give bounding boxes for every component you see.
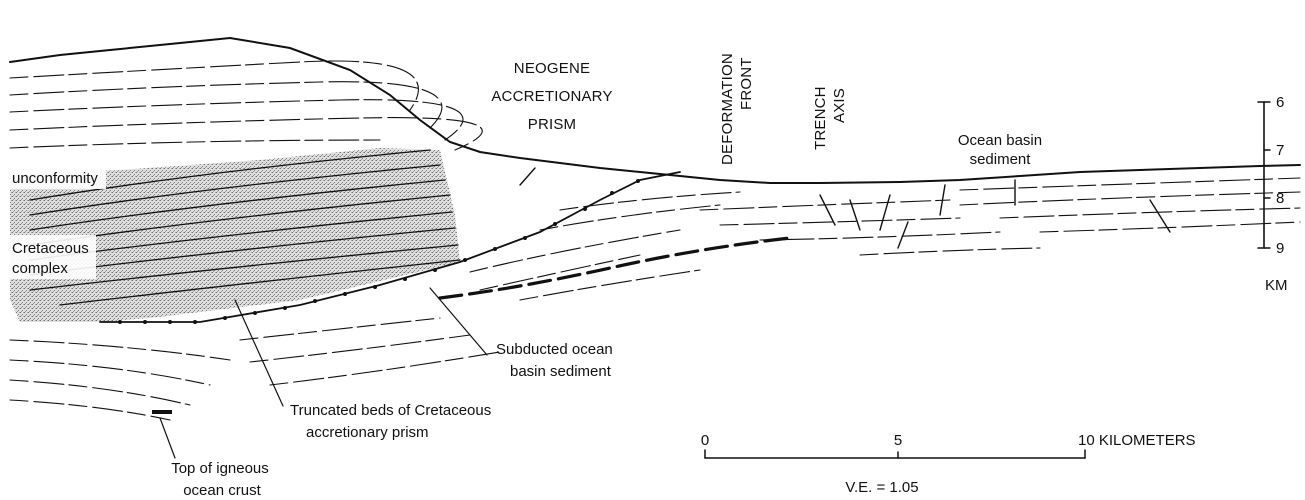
depth-tick-9: 9 [1276,240,1284,257]
distance-tick-5: 5 [894,432,902,449]
depth-tick-7: 7 [1276,142,1284,159]
unconformity-label: unconformity [12,170,98,187]
vertical-exaggeration-label: V.E. = 1.05 [845,479,918,496]
depth-tick-8: 8 [1276,190,1284,207]
subducted-sediment-line [440,238,790,298]
distance-scale: 0 5 10 KILOMETERS V.E. = 1.05 [701,432,1196,496]
svg-text:TRENCH: TRENCH [812,86,829,150]
trench-faults [520,168,1170,248]
igneous-crust-marker [152,410,172,414]
svg-text:complex: complex [12,260,68,277]
subducted-sediment-label: Subducted ocean basin sediment [496,341,613,380]
ocean-basin-sediment-label: Ocean basin sediment [958,132,1042,168]
distance-tick-0: 0 [701,432,709,449]
svg-text:Subducted ocean: Subducted ocean [496,341,613,358]
svg-text:PRISM: PRISM [528,116,577,133]
depth-scale: 6 7 8 9 KM [1258,94,1288,294]
igneous-crust-label: Top of igneous ocean crust [171,460,269,499]
seafloor-profile-line [10,38,1300,183]
svg-text:AXIS: AXIS [831,88,848,123]
svg-text:ACCRETIONARY: ACCRETIONARY [491,88,612,105]
svg-text:accretionary prism: accretionary prism [306,424,429,441]
svg-text:NEOGENE: NEOGENE [514,60,590,77]
svg-text:Cretaceous: Cretaceous [12,240,89,257]
trench-axis-label: TRENCH AXIS [812,86,848,150]
svg-text:ocean crust: ocean crust [183,482,261,499]
svg-text:DEFORMATION: DEFORMATION [719,53,736,165]
truncated-beds-label: Truncated beds of Cretaceous accretionar… [290,402,491,441]
depth-unit: KM [1265,277,1288,294]
svg-text:Ocean basin: Ocean basin [958,132,1042,149]
svg-text:Top of igneous: Top of igneous [171,460,269,477]
distance-tick-10: 10 KILOMETERS [1078,432,1196,449]
svg-text:basin sediment: basin sediment [510,363,612,380]
deformation-front-label: DEFORMATION FRONT [719,53,755,165]
svg-text:FRONT: FRONT [738,57,755,110]
neogene-label: NEOGENE ACCRETIONARY PRISM [491,60,612,133]
depth-tick-6: 6 [1276,94,1284,111]
svg-text:Truncated beds of Cretaceous: Truncated beds of Cretaceous [290,402,491,419]
svg-text:sediment: sediment [970,151,1032,168]
